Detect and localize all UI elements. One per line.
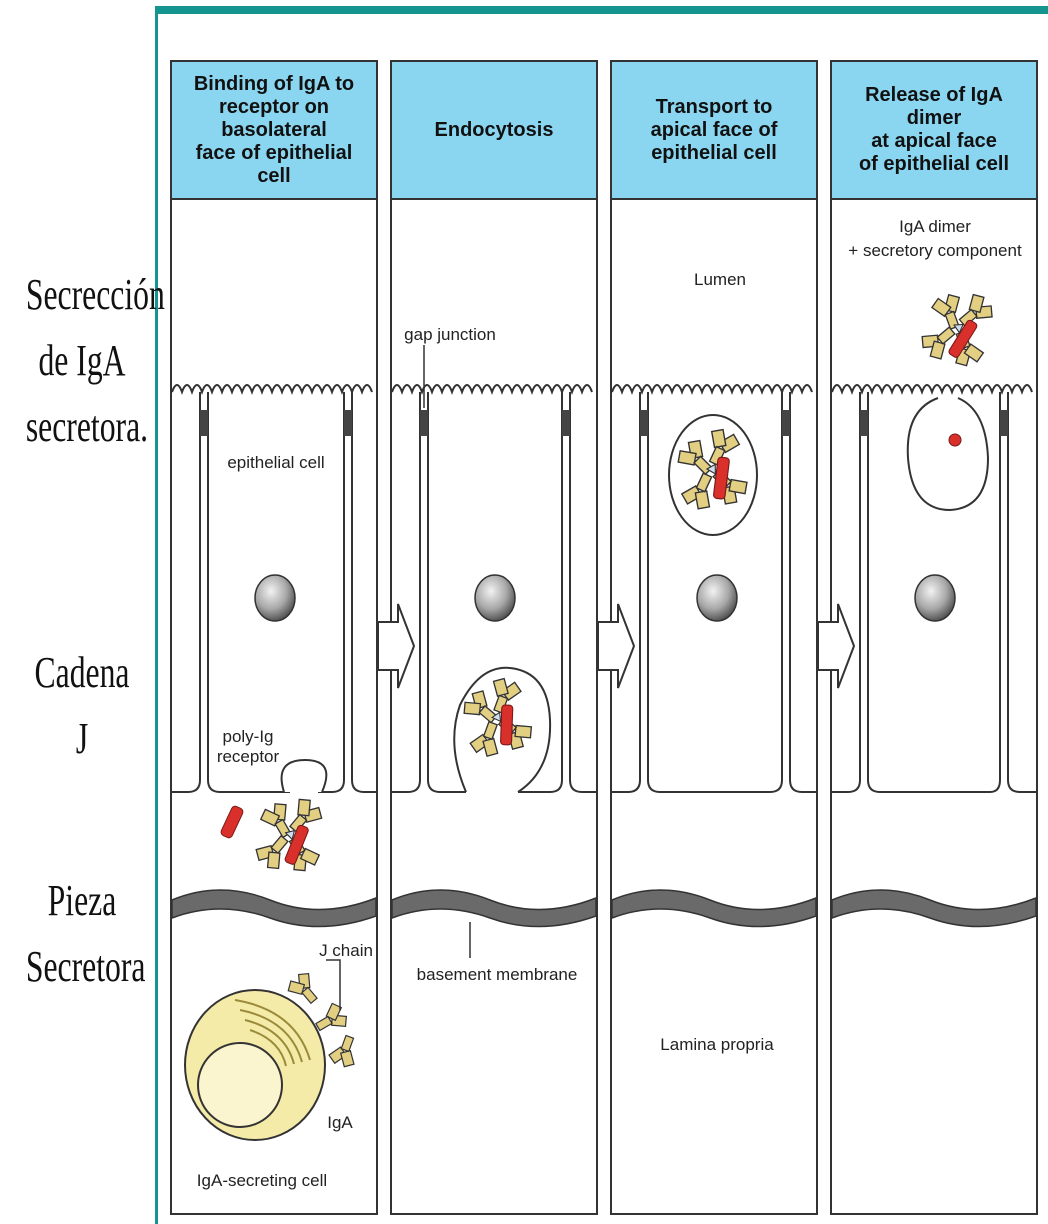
label-receptor: receptor [217, 747, 280, 766]
label-epithelial-cell: epithelial cell [227, 453, 324, 472]
free-poly-ig-receptor [220, 805, 244, 839]
arrow-step-3 [818, 604, 854, 688]
cell-borders [172, 392, 1036, 792]
apical-microvilli [172, 385, 1032, 392]
label-secretory-component: + secretory component [848, 241, 1022, 260]
label-basement-membrane: basement membrane [417, 965, 578, 984]
residual-receptor-fragment [949, 434, 961, 446]
tight-junctions [200, 410, 1008, 436]
label-iga-secreting-cell: IgA-secreting cell [197, 1171, 327, 1190]
label-gap-junction: gap junction [404, 325, 496, 344]
nucleus-2 [475, 575, 515, 621]
secreted-iga-3 [327, 1032, 362, 1069]
exocytic-vesicle [908, 398, 988, 510]
iga-secreting-plasma-cell [185, 990, 325, 1140]
label-iga-dimer: IgA dimer [899, 217, 971, 236]
label-lumen: Lumen [694, 270, 746, 289]
nucleus-3 [697, 575, 737, 621]
label-j-chain: J chain [319, 941, 373, 960]
label-lamina-propria: Lamina propria [660, 1035, 774, 1054]
basement-membranes [172, 890, 1036, 927]
nucleus-1 [255, 575, 295, 621]
iga-dimer-released [914, 282, 1000, 374]
arrow-step-1 [378, 604, 414, 688]
forming-vesicle [282, 760, 327, 792]
label-poly-ig: poly-Ig [222, 727, 273, 746]
label-iga: IgA [327, 1113, 353, 1132]
arrow-step-2 [598, 604, 634, 688]
iga-dimer-bound-1 [252, 795, 326, 876]
nucleus-4 [915, 575, 955, 621]
